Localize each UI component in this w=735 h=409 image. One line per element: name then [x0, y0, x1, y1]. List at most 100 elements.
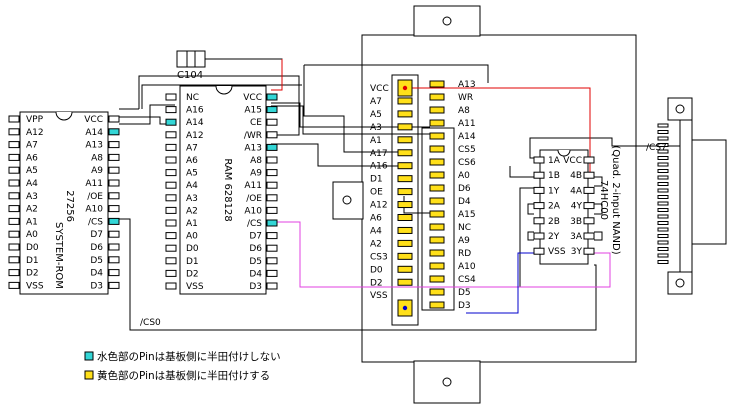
ram-pin-label-left: A16 [186, 106, 204, 116]
ram-pin-right [266, 244, 278, 252]
rom-pin-label-left: D0 [26, 243, 39, 253]
ram-pin-left [165, 257, 177, 265]
hc00-pin-label-left: 1Y [548, 186, 560, 196]
edge-connector-finger [657, 136, 669, 141]
system-rom-chip [19, 111, 109, 295]
rom-pin-right [108, 230, 120, 238]
board-label-right: D6 [458, 184, 471, 194]
ram-pin-right [266, 118, 278, 126]
rom-pin-label-left: A1 [26, 217, 38, 227]
hc00-pin-right [583, 202, 595, 210]
vss-pad-dot [402, 305, 408, 311]
ram-pin-label-right: /WR [244, 131, 262, 141]
ram-pin-label-right: D7 [249, 232, 262, 242]
board-label-right: A11 [458, 119, 476, 129]
cs7-label: /CS7 [646, 143, 667, 153]
rom-pin-right [108, 115, 120, 123]
edge-connector-rail [679, 119, 693, 273]
board-pad-left [397, 201, 413, 209]
board-label-left: OE [370, 188, 383, 198]
board-pad-left [397, 188, 413, 196]
rom-pin-right [108, 256, 120, 264]
magenta-wire-cs [271, 221, 611, 288]
edge-connector-finger [657, 260, 669, 264]
rom-pin-label-right: A11 [85, 179, 103, 189]
rom-pin-left [8, 243, 20, 251]
rom-pin-label-right: D3 [90, 281, 103, 291]
ram-pin-right [266, 181, 278, 189]
hc00-pin-label-left: 1A [548, 156, 561, 166]
hc00-pin-label-left: 2Y [548, 232, 560, 242]
board-pad-left [397, 239, 413, 247]
ram-pin-label-left: A3 [186, 194, 198, 204]
edge-connector-finger [657, 208, 669, 212]
board-pad-left [397, 278, 413, 286]
rom-pin-label-right: D4 [90, 269, 103, 279]
ram-pin-label-right: D4 [249, 269, 262, 279]
hc00-pin-right [583, 156, 595, 164]
ram-pin-left [165, 106, 177, 114]
board-label-left: D0 [370, 265, 383, 275]
edge-connector-finger [657, 182, 669, 186]
board-label-right: A13 [458, 80, 476, 90]
rom-pin-label-right: /OE [87, 192, 103, 202]
board-label-left: D1 [370, 175, 383, 185]
ram-part: RAM 628128 [222, 158, 233, 221]
board-pad-right [429, 197, 445, 205]
edge-connector-finger [657, 149, 669, 154]
rom-title: SYSTEM-ROM [53, 222, 64, 289]
hc00-pin-left [533, 202, 545, 210]
rom-pin-label-right: A14 [85, 128, 103, 138]
edge-connector-finger [657, 201, 669, 206]
edge-connector-finger [657, 195, 669, 199]
board-pad-right [429, 288, 445, 296]
rom-pin-label-left: A3 [26, 192, 38, 202]
ram-pin-left [165, 269, 177, 277]
rom-pin-left [8, 115, 20, 123]
rom-pin-right [108, 243, 120, 251]
edge-connector-finger [657, 188, 669, 193]
c104-capacitor [176, 50, 206, 68]
board-label-left: A12 [370, 201, 388, 211]
board-label-left: A3 [370, 123, 382, 133]
ram-pin-right [266, 131, 278, 139]
rom-pin-right [108, 281, 120, 289]
rom-pin-label-right: D5 [90, 256, 103, 266]
edge-connector-finger [657, 175, 669, 180]
ram-pin-label-left: A14 [186, 118, 204, 128]
ram-pin-label-left: A1 [186, 219, 198, 229]
board-pad-right [429, 119, 445, 127]
hc00-pin-left [533, 232, 545, 240]
board-label-right: A10 [458, 262, 476, 272]
ram-pin-right [266, 106, 278, 114]
rom-pin-left [8, 179, 20, 187]
legend-yellow-swatch [84, 370, 94, 380]
ram-pin-right [266, 206, 278, 214]
edge-connector-finger [657, 253, 669, 258]
board-pad-left [397, 226, 413, 234]
ram-pin-right [266, 143, 278, 151]
board-label-right: CS4 [458, 275, 476, 285]
vcc-pad-dot [402, 85, 408, 91]
board-pad-right [429, 262, 445, 270]
edge-connector-finger [657, 156, 669, 160]
rom-pin-label-right: D7 [90, 230, 103, 240]
rom-pin-label-right: A10 [85, 205, 103, 215]
hc00-pin-left [533, 171, 545, 179]
ram-pin-label-right: CE [250, 118, 262, 128]
board-pad-right [429, 223, 445, 231]
edge-connector-hole-bottom [675, 278, 685, 288]
rom-pin-left [8, 141, 20, 149]
ram-pin-left [165, 206, 177, 214]
board-pad-right [429, 80, 445, 88]
hc00-pin-label-right: 3A [570, 232, 583, 242]
board-label-right: A8 [458, 106, 470, 116]
board-label-left: A1 [370, 136, 382, 146]
rom-pin-left [8, 217, 20, 225]
rom-pin-left [8, 192, 20, 200]
ram-pin-label-right: D5 [249, 257, 262, 267]
board-label-left: A16 [370, 162, 388, 172]
ram-pin-label-right: A9 [250, 169, 262, 179]
rom-pin-right [108, 128, 120, 136]
c104-label: C104 [177, 70, 203, 81]
